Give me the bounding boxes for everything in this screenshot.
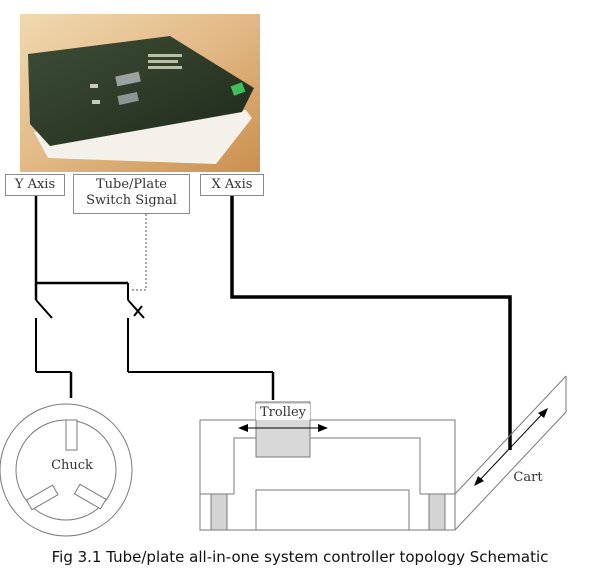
trolley-wheel-left [210, 493, 228, 531]
y-axis-label: Y Axis [5, 174, 65, 196]
switch-signal-label: Tube/Plate Switch Signal [73, 174, 190, 214]
y-axis-text: Y Axis [14, 177, 56, 192]
x-axis-label: X Axis [200, 174, 264, 196]
connector-icon [115, 71, 141, 87]
switch-signal-line1: Tube/Plate [95, 177, 167, 192]
controller-photo [20, 14, 260, 172]
cart-rail [454, 375, 567, 531]
terminal-icon [230, 82, 246, 96]
double-arrow-icon [238, 424, 328, 432]
trolley-switch [127, 299, 145, 319]
x-axis-text: X Axis [211, 177, 253, 192]
connector-icon [117, 92, 139, 105]
switch-signal-line2: Switch Signal [86, 193, 177, 208]
chuck-label: Chuck [51, 458, 93, 473]
trolley-wheel-right [428, 493, 446, 531]
trolley-switch-contact [133, 305, 143, 317]
controller-device-image [20, 14, 260, 172]
switch-signal-dashed-line [132, 214, 147, 291]
trolley-label: Trolley [260, 405, 307, 420]
chuck-switch [35, 299, 53, 319]
double-arrow-icon [474, 408, 548, 486]
trolley-frame [199, 419, 456, 531]
x-axis-wire [230, 196, 512, 450]
cart-label: Cart [513, 470, 543, 485]
figure-caption: Fig 3.1 Tube/plate all-in-one system con… [51, 548, 549, 566]
chuck-icon [0, 403, 133, 537]
